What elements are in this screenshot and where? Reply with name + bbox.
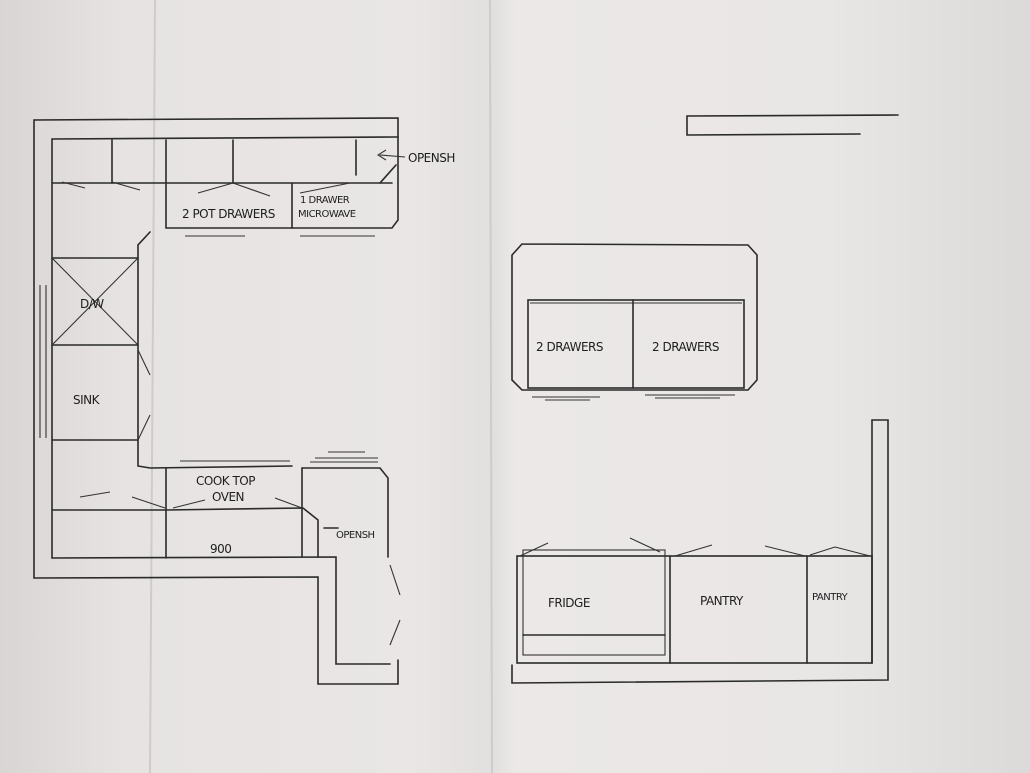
inner-wall — [51, 136, 399, 665]
drawer-label: 1 DRAWER — [300, 195, 350, 206]
fridge-label: FRIDGE — [548, 596, 590, 610]
pantry-label: PANTRY — [812, 592, 849, 603]
width-dimension-label: 900 — [210, 542, 231, 556]
cooktop-label: COOK TOP — [196, 474, 255, 488]
fold-line — [149, 0, 156, 773]
island-bench — [511, 243, 758, 401]
open-shelf-label: OPENSH — [336, 530, 375, 541]
sink-label: SINK — [73, 393, 101, 407]
fold-line — [489, 0, 493, 773]
left-kitchen-run — [33, 117, 406, 685]
dishwasher-label: D/W — [80, 297, 104, 311]
microwave-label: MICROWAVE — [298, 209, 356, 220]
open-shelf-label: OPENSH — [408, 151, 455, 165]
pantry-label: PANTRY — [700, 594, 744, 608]
tall-cabinet-run — [511, 419, 889, 684]
pot-drawers-label: 2 POT DRAWERS — [182, 207, 275, 221]
oven-label: OVEN — [212, 490, 244, 504]
wall-segment-top-right — [686, 114, 899, 136]
outer-wall — [33, 117, 399, 685]
island-drawers-right-label: 2 DRAWERS — [652, 340, 719, 354]
island-drawers-left-label: 2 DRAWERS — [536, 340, 603, 354]
